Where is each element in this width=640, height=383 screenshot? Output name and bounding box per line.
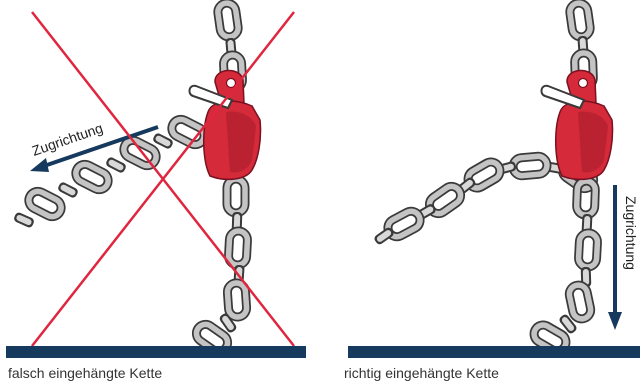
chain-icon bbox=[12, 116, 207, 229]
panel-wrong: Zugrichtung falsch eingehängte Kette bbox=[6, 0, 306, 383]
ground-bar bbox=[348, 346, 640, 358]
wrong-illustration: Zugrichtung bbox=[6, 0, 306, 383]
correct-illustration: Zugrichtung bbox=[348, 0, 640, 383]
chain-icon bbox=[193, 179, 248, 355]
direction-label: Zugrichtung bbox=[30, 120, 105, 159]
hook-icon bbox=[540, 69, 614, 181]
caption-wrong: falsch eingehängte Kette bbox=[8, 365, 163, 381]
arrow-icon bbox=[30, 125, 159, 172]
cross-icon bbox=[31, 11, 295, 347]
arrow-icon bbox=[608, 185, 622, 330]
direction-label: Zugrichtung bbox=[623, 196, 639, 270]
hook-icon bbox=[188, 69, 262, 181]
ground-bar bbox=[6, 346, 306, 358]
caption-correct: richtig eingehängte Kette bbox=[344, 365, 499, 381]
chain-icon bbox=[531, 181, 598, 355]
panel-correct: Zugrichtung richtig eingehängte Kette bbox=[320, 0, 640, 383]
